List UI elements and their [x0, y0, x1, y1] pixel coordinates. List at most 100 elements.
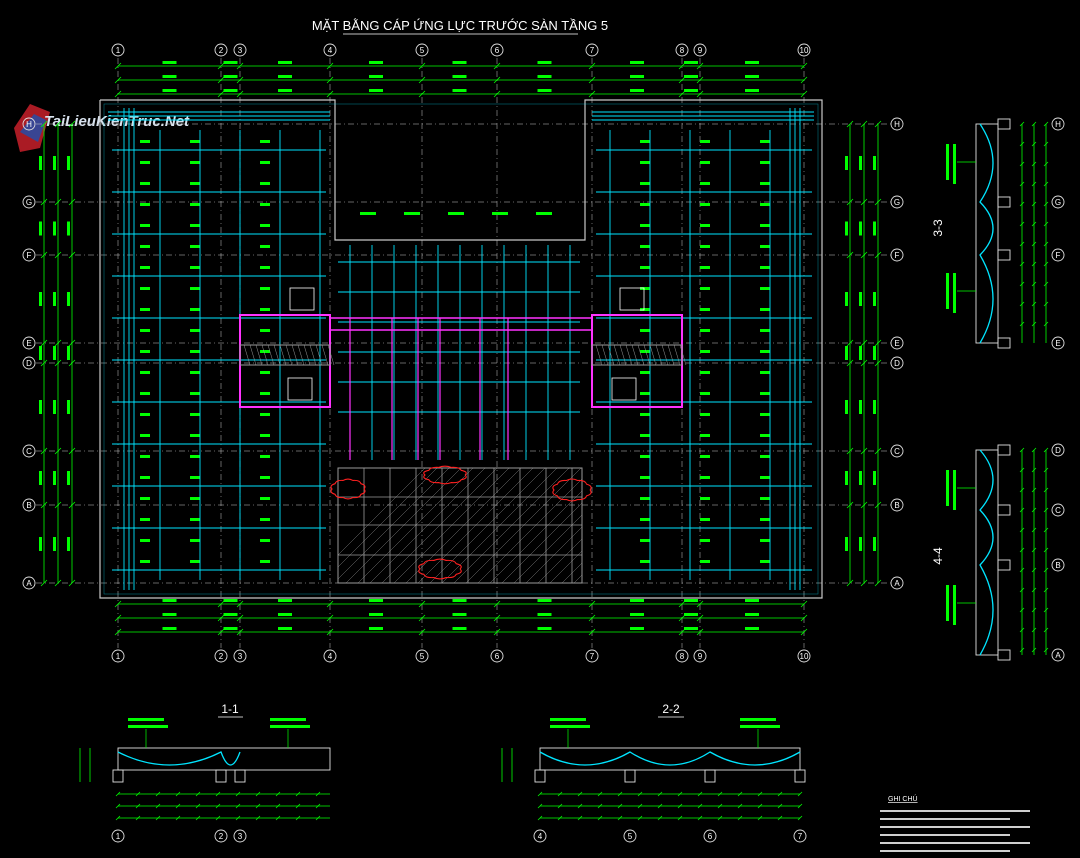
inner-dim-mark — [640, 266, 650, 269]
inner-dim-mark — [260, 371, 270, 374]
dim-tick — [40, 501, 48, 509]
sec11-dim-tick — [315, 815, 321, 821]
sec11-dim-tick — [255, 803, 261, 809]
note-line-mark — [880, 850, 1010, 852]
inner-dim-mark — [140, 371, 150, 374]
section-3-3-profile — [946, 118, 1049, 349]
sec22-dim-tick — [557, 803, 563, 809]
dim-text-mark — [845, 346, 848, 360]
sec44-column-stub — [997, 504, 1011, 516]
inner-dim-mark — [760, 182, 770, 185]
dim-text-mark — [223, 75, 238, 78]
inner-dim-mark — [640, 371, 650, 374]
dim-tick — [40, 359, 48, 367]
dim-text-mark — [67, 346, 70, 360]
sec22-dim-tick — [677, 815, 683, 821]
dim-text-mark — [452, 75, 467, 78]
sec44-bubble-C-label: C — [1055, 506, 1061, 515]
inner-dim-mark — [260, 161, 270, 164]
dim-tick — [860, 447, 868, 455]
dim-tick — [236, 76, 244, 84]
revision-cloud-2 — [423, 465, 467, 485]
dim-tick — [874, 120, 882, 128]
sec33-dim-tick — [1043, 221, 1049, 227]
inner-dim-mark — [140, 287, 150, 290]
inner-dim-mark — [760, 455, 770, 458]
sec33-dim-tick — [1019, 241, 1025, 247]
sec44-dim-tick — [1043, 487, 1049, 493]
sec11-bubble-3-label: 3 — [238, 832, 243, 841]
dim-text-mark — [452, 61, 467, 64]
dim-tick — [217, 600, 225, 608]
dim-text-mark — [452, 599, 467, 602]
dim-tick — [800, 614, 808, 622]
dim-tick — [217, 90, 225, 98]
inner-dim-mark — [190, 539, 200, 542]
inner-dim-mark — [190, 413, 200, 416]
sec11-dim-tick — [295, 815, 301, 821]
sec22-label-mark — [740, 725, 780, 728]
plan-slab-outline — [99, 99, 823, 599]
sec22-tendon-profile — [539, 751, 801, 766]
sec11-label-mark — [128, 718, 164, 721]
inner-dim-mark — [700, 287, 710, 290]
dim-text-mark — [162, 61, 177, 64]
dim-tick — [874, 251, 882, 259]
dim-tick — [68, 120, 76, 128]
stair-hatch — [309, 344, 317, 366]
sec11-dim-tick — [135, 803, 141, 809]
sec33-dim-tick — [1031, 281, 1037, 287]
sec22-bubble-5-label: 5 — [628, 832, 633, 841]
sec22-dim-tick — [637, 791, 643, 797]
revision-cloud-4 — [418, 558, 462, 580]
sec33-dim-tick — [1019, 321, 1025, 327]
sec44-tendon-profile — [979, 449, 994, 656]
row-bubble-right-B-label: B — [894, 501, 899, 510]
dim-tick — [326, 90, 334, 98]
dim-tick — [236, 614, 244, 622]
sec22-dim-tick — [557, 815, 563, 821]
sec44-dim-tick — [1019, 607, 1025, 613]
dim-text-mark — [223, 613, 238, 616]
inner-dim-mark — [260, 245, 270, 248]
sec33-label-mark — [953, 273, 956, 313]
row-bubble-left-D-circle — [22, 356, 36, 370]
inner-dim-mark — [760, 266, 770, 269]
sec44-bubble-B-circle — [1051, 558, 1065, 572]
notes-text-lines — [880, 810, 1030, 852]
dim-tick — [236, 62, 244, 70]
sec22-dim-tick — [737, 803, 743, 809]
atrium-hatch — [561, 562, 583, 584]
sec33-dim-tick — [1031, 301, 1037, 307]
dim-text-mark — [845, 400, 848, 414]
row-bubble-right-G-label: G — [894, 198, 900, 207]
col-bubble-top-3-circle — [233, 43, 247, 57]
inner-dim-mark — [140, 140, 150, 143]
note-line-mark — [880, 818, 1010, 820]
atrium-hatch — [337, 467, 426, 556]
dim-text-mark — [223, 61, 238, 64]
sec22-bubble-7-label: 7 — [798, 832, 803, 841]
inner-dim-mark — [640, 224, 650, 227]
sec22-dim-tick — [657, 791, 663, 797]
inner-dim-mark — [140, 203, 150, 206]
sec22-bubble-7-circle — [793, 829, 807, 843]
sec22-dim-tick — [757, 791, 763, 797]
dim-tick — [326, 76, 334, 84]
inner-dim-mark — [260, 287, 270, 290]
dim-tick — [874, 501, 882, 509]
sec44-dim-tick — [1043, 647, 1049, 653]
sec44-label-mark — [953, 470, 956, 510]
row-bubble-right-D-label: D — [894, 359, 900, 368]
inner-dim-mark — [190, 350, 200, 353]
dim-tick — [874, 198, 882, 206]
sec22-dim-tick — [537, 803, 543, 809]
dim-text-mark — [369, 613, 383, 616]
inner-dim-mark — [760, 518, 770, 521]
core-dim-mark — [492, 212, 508, 215]
inner-dim-mark — [140, 539, 150, 542]
